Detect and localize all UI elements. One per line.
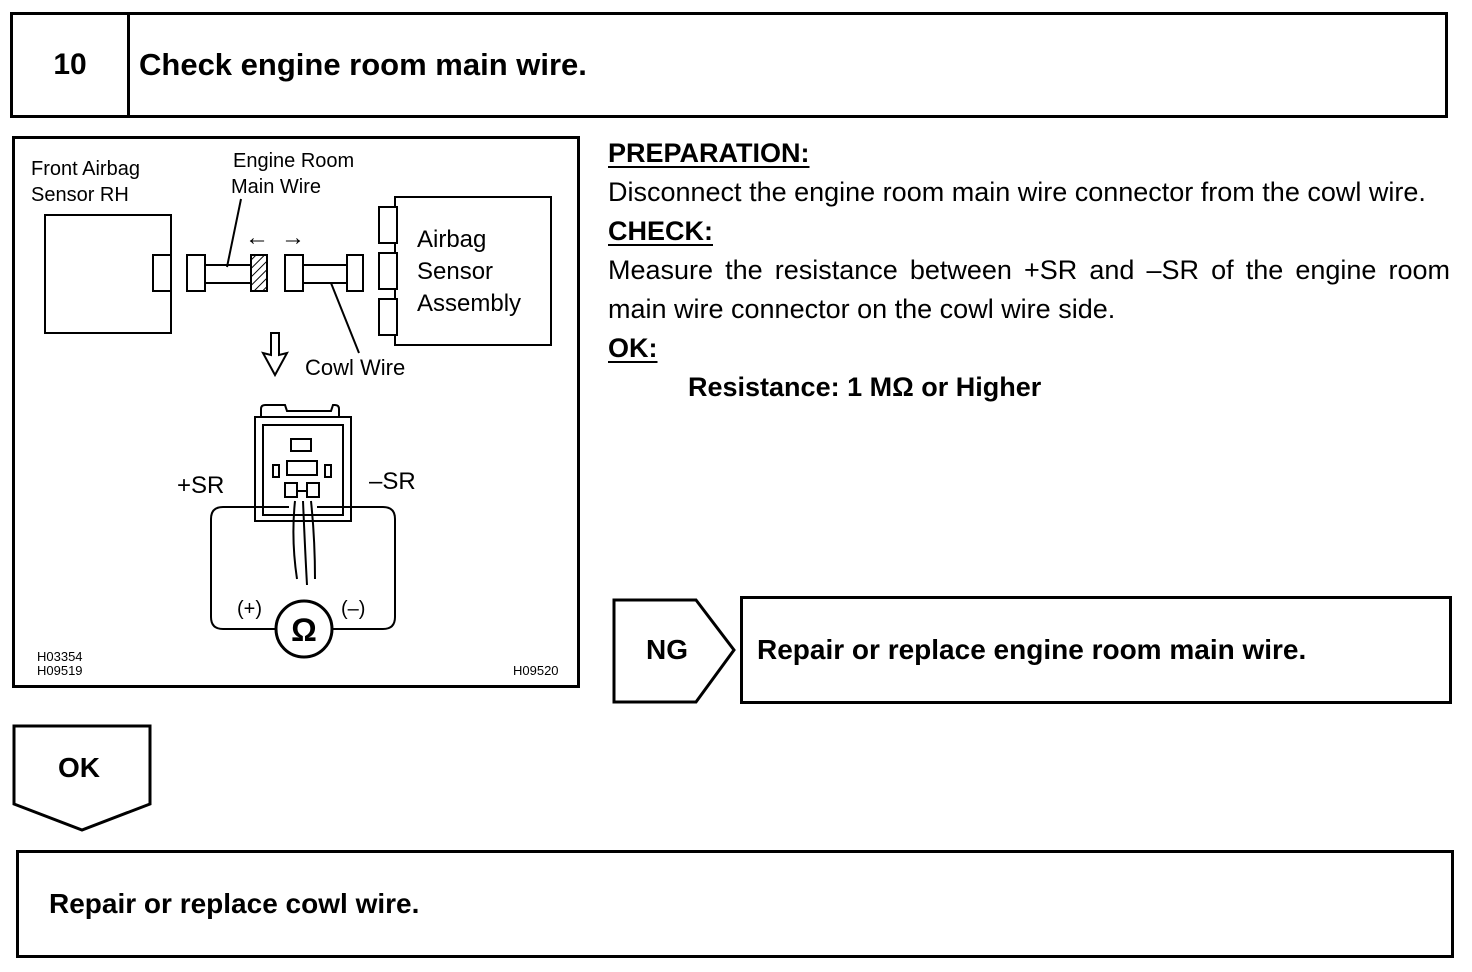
label-minus: (–) bbox=[341, 598, 365, 620]
label-minus-sr: –SR bbox=[369, 468, 416, 495]
assembly-connector-2 bbox=[378, 252, 398, 290]
label-front-airbag-1: Front Airbag bbox=[31, 158, 140, 180]
step-header: 10 Check engine room main wire. bbox=[10, 12, 1448, 118]
assembly-connector-3 bbox=[378, 298, 398, 336]
ohm-icon: Ω bbox=[291, 612, 317, 648]
connector-lock bbox=[286, 460, 318, 476]
cowl-wire-body bbox=[302, 264, 348, 284]
step-number: 10 bbox=[13, 15, 130, 115]
wire-strand-2 bbox=[310, 500, 316, 580]
ok-action-text: Repair or replace cowl wire. bbox=[49, 888, 420, 919]
ng-action-text: Repair or replace engine room main wire. bbox=[757, 634, 1307, 665]
arrow-left-icon: ← bbox=[245, 224, 269, 251]
wiring-diagram: Front Airbag Sensor RH Engine Room Main … bbox=[12, 136, 580, 688]
label-cowl-wire: Cowl Wire bbox=[305, 355, 405, 380]
connector-latch bbox=[260, 404, 340, 418]
terminal-minus bbox=[306, 482, 320, 498]
check-text: Measure the resistance between +SR and –… bbox=[608, 255, 1450, 324]
figure-code-1: H03354 bbox=[37, 649, 83, 664]
label-plus-sr: +SR bbox=[177, 472, 224, 499]
arrow-right-icon: → bbox=[281, 224, 305, 251]
ng-pointer-shape bbox=[612, 598, 736, 704]
label-airbag-1: Airbag bbox=[417, 226, 486, 253]
terminal-marker-left bbox=[272, 464, 280, 478]
terminal-marker-right bbox=[324, 464, 332, 478]
ok-action-box: Repair or replace cowl wire. bbox=[16, 850, 1454, 958]
label-plus: (+) bbox=[237, 598, 262, 620]
figure-code-2: H09519 bbox=[37, 663, 83, 678]
down-arrow-icon bbox=[261, 332, 289, 378]
wire-strand-3 bbox=[302, 500, 308, 586]
label-airbag-2: Sensor bbox=[417, 258, 493, 285]
label-front-airbag-2: Sensor RH bbox=[31, 184, 129, 206]
label-airbag-3: Assembly bbox=[417, 290, 521, 317]
main-wire-connector-hatched bbox=[250, 254, 268, 292]
ok-heading: OK: bbox=[608, 333, 658, 363]
connector-key bbox=[290, 438, 312, 452]
probe-lead-plus bbox=[210, 506, 289, 630]
step-title: Check engine room main wire. bbox=[139, 47, 587, 82]
assembly-connector-1 bbox=[378, 206, 398, 244]
terminal-plus bbox=[284, 482, 298, 498]
label-engine-room-1: Engine Room bbox=[233, 150, 354, 172]
front-sensor-connector bbox=[152, 254, 172, 292]
diagram-svg: Front Airbag Sensor RH Engine Room Main … bbox=[31, 150, 559, 678]
cowl-wire-connector-left bbox=[284, 254, 304, 292]
ok-spec: Resistance: 1 MΩ or Higher bbox=[688, 372, 1042, 402]
ng-label: NG bbox=[646, 634, 688, 665]
instructions: PREPARATION: Disconnect the engine room … bbox=[608, 134, 1450, 407]
cowl-wire-connector-right bbox=[346, 254, 364, 292]
main-wire-body bbox=[204, 264, 252, 284]
probe-lead-minus bbox=[317, 506, 396, 630]
main-wire-connector-left bbox=[186, 254, 206, 292]
engine-room-leader-line bbox=[226, 198, 242, 268]
ok-pointer-shape bbox=[12, 724, 152, 832]
ok-label: OK bbox=[58, 752, 100, 783]
preparation-heading: PREPARATION: bbox=[608, 138, 810, 168]
preparation-text: Disconnect the engine room main wire con… bbox=[608, 177, 1426, 207]
cowl-wire-leader-line bbox=[330, 282, 360, 354]
ng-action-box: Repair or replace engine room main wire. bbox=[740, 596, 1452, 704]
check-heading: CHECK: bbox=[608, 216, 713, 246]
figure-code-3: H09520 bbox=[513, 663, 559, 678]
ohmmeter bbox=[274, 599, 334, 659]
wire-strand-1 bbox=[292, 500, 298, 580]
label-engine-room-2: Main Wire bbox=[231, 176, 321, 198]
